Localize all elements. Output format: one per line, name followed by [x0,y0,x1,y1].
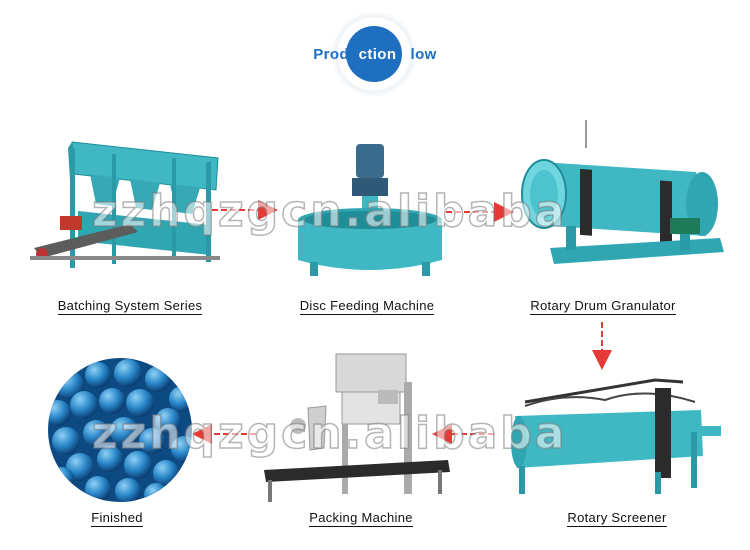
watermark-top: zzhqzgcn.alibaba [91,185,568,238]
packing-machine-icon [258,348,458,508]
title-badge-circle [346,26,402,82]
title-part-3: low [410,46,437,63]
page-title: Production Flow [260,46,490,63]
title-part-2: ction F [358,46,411,63]
stage-label-packing: Packing Machine [309,510,413,527]
rotary-screener-icon [505,372,725,502]
stage-label-drum: Rotary Drum Granulator [530,298,676,315]
stage-label-disc: Disc Feeding Machine [299,298,435,315]
watermark-bottom: zzhqzgcn.alibaba [91,407,568,460]
stage-label-screener: Rotary Screener [567,510,667,527]
fertilizer-granules-icon [40,355,200,505]
batching-machine-icon [30,128,220,278]
stage-label-finished: Finished [91,510,143,527]
stage-label-batching: Batching System Series [57,298,203,315]
rotary-drum-icon [510,118,730,288]
title-part-1: Produ [313,46,359,63]
disc-feeder-icon [290,142,450,282]
